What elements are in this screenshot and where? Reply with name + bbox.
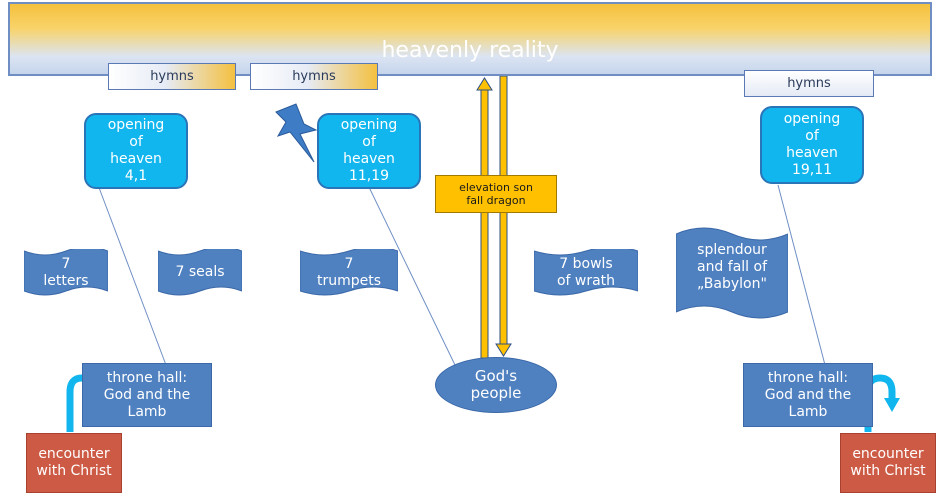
gods-people-ellipse: God's people xyxy=(435,357,557,413)
up-arrow-head xyxy=(476,77,493,91)
heaven-line: opening xyxy=(107,117,165,133)
cycle-line: splendour xyxy=(697,242,767,258)
heaven-line: opening xyxy=(340,117,398,133)
seven-trumpets-shape: 7 trumpets xyxy=(300,249,398,297)
hymns-label: hymns xyxy=(787,76,831,91)
leader-line-center xyxy=(367,184,456,366)
center-box-line: fall dragon xyxy=(466,194,526,207)
center-box-line: elevation son xyxy=(459,181,533,194)
seven-bowls-shape: 7 bowls of wrath xyxy=(534,249,638,297)
leader-line-left xyxy=(97,184,167,366)
lightning-bolt-icon xyxy=(275,103,318,163)
heaven-line: heaven xyxy=(343,151,395,167)
cycle-line: and fall of xyxy=(696,259,768,275)
heaven-line: heaven xyxy=(786,145,838,161)
opening-of-heaven-1: opening of heaven 4,1 xyxy=(84,113,188,189)
throne-hall-right: throne hall: God and the Lamb xyxy=(743,363,873,427)
down-arrow-head xyxy=(495,343,512,357)
heaven-line: of xyxy=(362,134,376,150)
banner-title: heavenly reality xyxy=(381,38,559,63)
opening-of-heaven-2: opening of heaven 11,19 xyxy=(317,113,421,189)
elevation-son-fall-dragon-box: elevation son fall dragon xyxy=(435,175,557,213)
throne-line: Lamb xyxy=(788,403,828,420)
hymns-box-1: hymns xyxy=(108,63,236,90)
hymns-label: hymns xyxy=(292,69,336,84)
heaven-line: of xyxy=(805,128,819,144)
people-line: people xyxy=(470,384,522,402)
encounter-line: with Christ xyxy=(36,463,112,479)
encounter-line: with Christ xyxy=(850,463,926,479)
heaven-line: opening xyxy=(783,111,841,127)
u-turn-arrow-right-head xyxy=(884,398,900,412)
cycle-line: letters xyxy=(43,273,89,289)
seven-seals-shape: 7 seals xyxy=(158,249,242,297)
throne-line: God and the xyxy=(103,386,191,403)
encounter-with-christ-right: encounter with Christ xyxy=(840,433,936,493)
cycle-line: 7 seals xyxy=(175,264,225,280)
seven-letters-shape: 7 letters xyxy=(24,249,108,297)
heaven-ref: 11,19 xyxy=(348,168,390,184)
throne-line: throne hall: xyxy=(106,369,188,386)
encounter-with-christ-left: encounter with Christ xyxy=(26,433,122,493)
throne-hall-left: throne hall: God and the Lamb xyxy=(82,363,212,427)
cycle-line: of wrath xyxy=(556,273,616,289)
throne-line: Lamb xyxy=(127,403,167,420)
throne-line: throne hall: xyxy=(767,369,849,386)
cycle-line: trumpets xyxy=(316,273,382,289)
hymns-box-3: hymns xyxy=(744,70,874,97)
heaven-line: heaven xyxy=(110,151,162,167)
leader-line-right xyxy=(777,184,826,366)
cycle-line: 7 xyxy=(344,256,354,272)
heavenly-reality-banner: heavenly reality xyxy=(8,2,932,76)
hymns-box-2: hymns xyxy=(250,63,378,90)
heaven-ref: 4,1 xyxy=(124,168,148,184)
cycle-line: „Babylon" xyxy=(697,276,767,292)
heaven-line: of xyxy=(129,134,143,150)
babylon-shape: splendour and fall of „Babylon" xyxy=(676,220,788,324)
heaven-ref: 19,11 xyxy=(791,162,833,178)
cycle-line: 7 bowls xyxy=(559,256,613,272)
people-line: God's xyxy=(474,367,518,385)
cycle-line: 7 xyxy=(61,256,71,272)
hymns-label: hymns xyxy=(150,69,194,84)
encounter-line: encounter xyxy=(852,446,924,462)
throne-line: God and the xyxy=(764,386,852,403)
encounter-line: encounter xyxy=(38,446,110,462)
up-arrow xyxy=(480,89,489,359)
opening-of-heaven-3: opening of heaven 19,11 xyxy=(760,106,864,184)
